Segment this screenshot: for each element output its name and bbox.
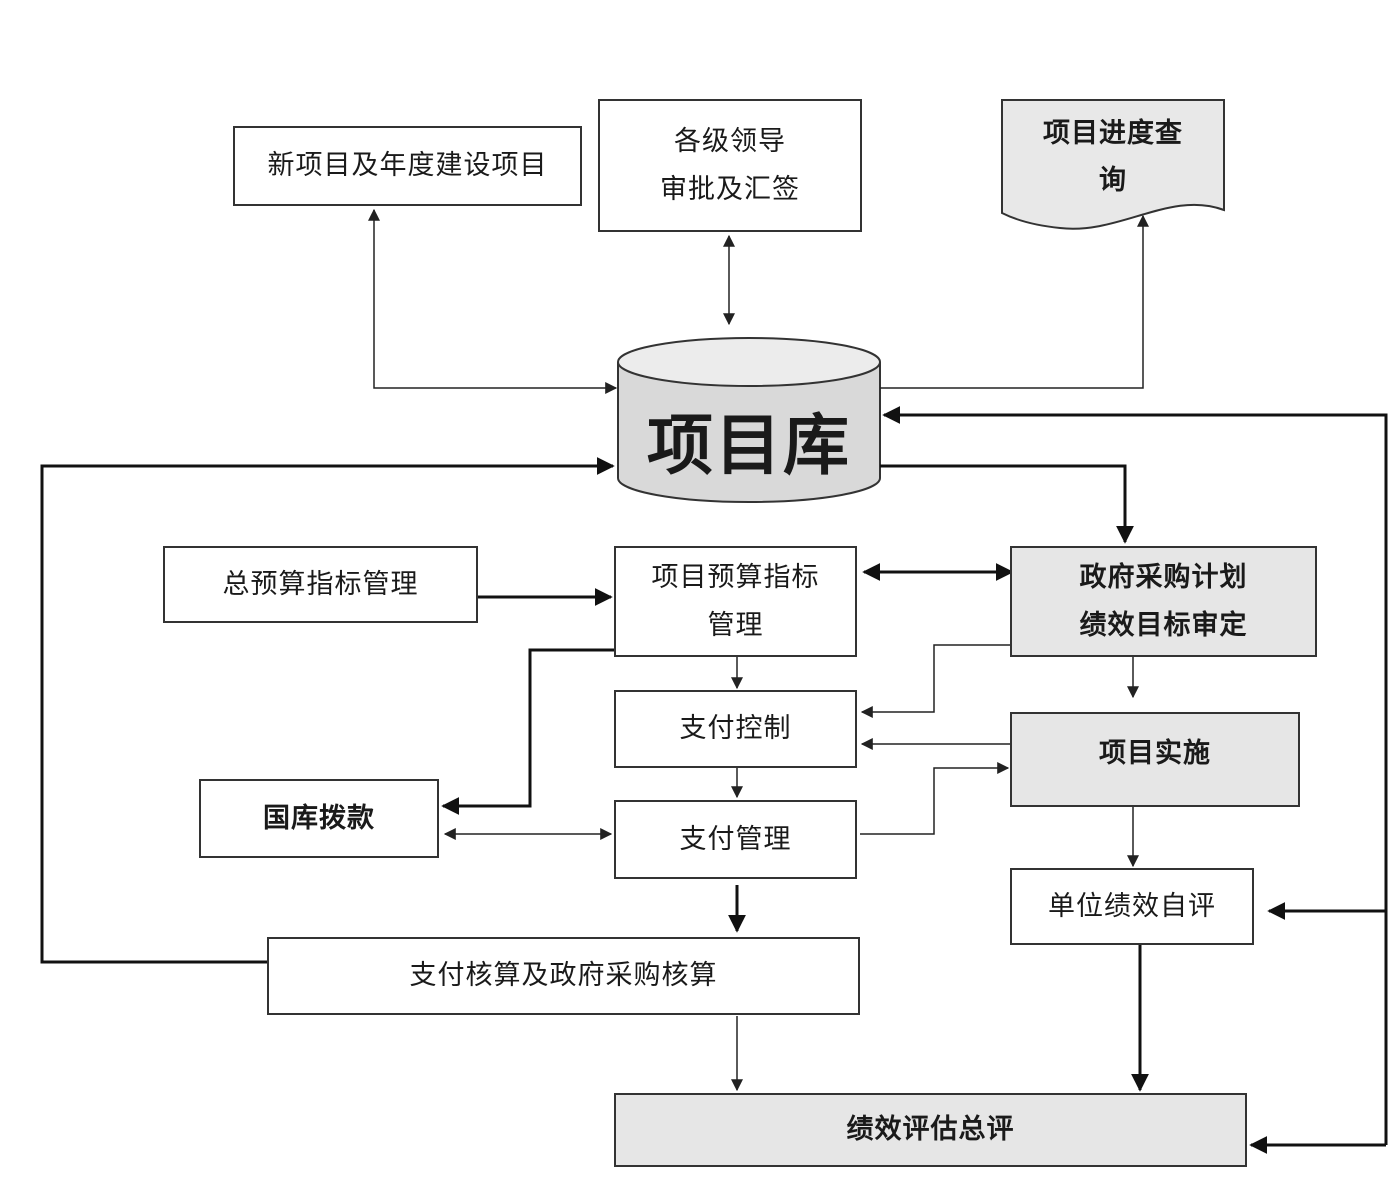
node-payment-mgmt: 支付管理 [614,800,857,879]
node-new-project: 新项目及年度建设项目 [233,126,582,206]
node-payment-mgmt-label: 支付管理 [679,823,792,855]
node-gov-procurement-line1: 政府采购计划 [1079,562,1248,594]
node-leader-approval-line2: 审批及汇签 [660,173,800,205]
edge-procurement-payment-control [860,644,1010,718]
node-project-impl-label: 项目实施 [1099,738,1211,769]
node-payment-accounting: 支付核算及政府采购核算 [267,937,860,1015]
node-unit-self-eval-label: 单位绩效自评 [1048,890,1216,922]
node-new-project-label: 新项目及年度建设项目 [267,150,548,182]
node-payment-control: 支付控制 [614,690,857,768]
node-payment-control-label: 支付控制 [679,713,792,745]
node-project-budget: 项目预算指标 管理 [614,546,857,657]
node-gov-procurement: 政府采购计划 绩效目标审定 [1010,546,1317,657]
node-progress-query-line2: 询 [1099,165,1127,197]
node-project-budget-line2: 管理 [707,609,764,641]
node-payment-accounting-label: 支付核算及政府采购核算 [409,960,718,992]
node-performance-eval: 绩效评估总评 [614,1093,1247,1167]
node-project-impl: 项目实施 [1010,712,1300,807]
edge-db-new-project [368,208,618,394]
node-unit-self-eval: 单位绩效自评 [1010,868,1254,945]
edge-budget-treasury [441,648,614,815]
node-leader-approval: 各级领导 审批及汇签 [598,99,862,232]
node-treasury-allocation-label: 国库拨款 [263,802,375,834]
node-project-budget-line1: 项目预算指标 [651,562,820,594]
node-project-db-label: 项目库 [647,407,851,484]
project-db-cylinder [617,337,881,503]
node-treasury-allocation: 国库拨款 [199,779,439,858]
edge-db-procurement [880,464,1134,544]
edge-payment-mgmt-impl [860,762,1010,835]
node-total-budget-label: 总预算指标管理 [222,568,419,600]
node-progress-query: 项目进度查 询 [1002,104,1224,208]
node-progress-query-line1: 项目进度查 [1043,118,1183,149]
node-gov-procurement-line2: 绩效目标审定 [1079,609,1248,641]
edge-right-loop-db [882,406,1388,1145]
node-total-budget: 总预算指标管理 [163,546,478,623]
edge-db-progress-query [880,214,1149,389]
edge-accounting-db-loop [40,457,615,964]
node-leader-approval-line1: 各级领导 [674,126,786,158]
node-performance-eval-label: 绩效评估总评 [846,1114,1015,1146]
progress-query-document-shape [1001,99,1225,230]
